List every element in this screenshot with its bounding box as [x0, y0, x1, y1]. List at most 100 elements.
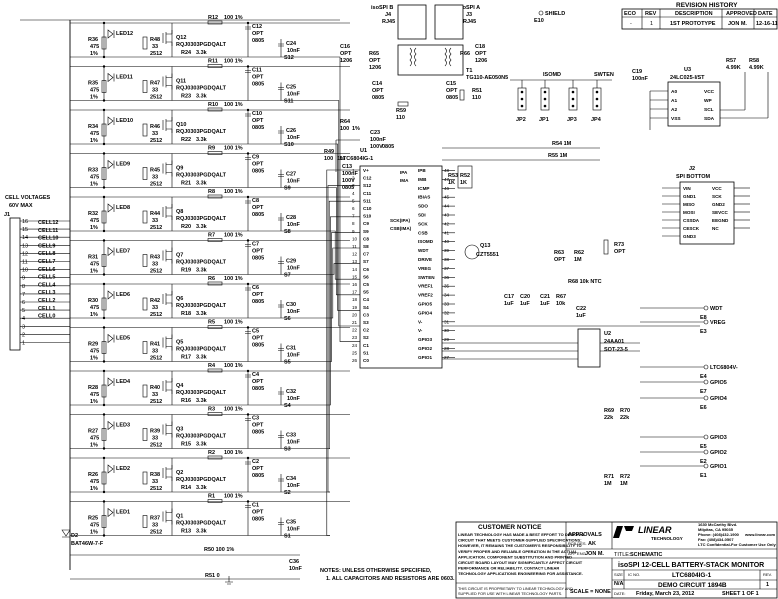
mosfet-ref: Q8 [176, 209, 183, 215]
u1-pin-name: C8 [363, 236, 369, 241]
u1-pin-name: SDI [418, 213, 426, 218]
svg-text:Milpitas, CA 95035: Milpitas, CA 95035 [698, 527, 734, 532]
gate-resistor-package: 2512 [150, 443, 162, 449]
cap-ref: C1 [252, 503, 259, 509]
mosfet-ref: Q7 [176, 253, 183, 259]
transformer-ref: T1 [466, 68, 472, 74]
cap-package: 0805 [252, 256, 264, 262]
cap-value: OPT [252, 118, 264, 124]
led-resistor-tol: 1% [90, 530, 98, 536]
gate-resistor-package: 2512 [150, 138, 162, 144]
base-resistor-value: 3.3k [196, 355, 208, 361]
notice-line: PERFORMANCE OR RELIABILITY. CONTACT LINE… [458, 566, 559, 571]
cell-voltages-title: CELL VOLTAGES [5, 195, 51, 201]
svg-text:0805: 0805 [446, 95, 458, 101]
led-resistor-tol: 1% [90, 269, 98, 275]
svg-text:OPT: OPT [340, 51, 352, 57]
led-ref: LED6 [116, 292, 130, 298]
cap-ref: C6 [252, 285, 259, 291]
u1-pin-name: IBIAS [418, 195, 430, 200]
svg-text:1M: 1M [620, 481, 628, 487]
notice-line: HOWEVER, IT REMAINS THE CUSTOMER'S RESPO… [458, 543, 582, 548]
u1-pin-name: VREF1 [418, 284, 433, 289]
u1-pin-name: C11 [363, 191, 372, 196]
svg-text:IC NO.: IC NO. [628, 572, 640, 577]
u1-pin-name: C4 [363, 297, 369, 302]
mosfet-part: RQJ0303PGDQALT [176, 303, 227, 309]
j2-pin-name: GND2 [712, 202, 725, 207]
logo-text: LINEAR [638, 525, 672, 535]
u1-pin-number: 16 [352, 282, 358, 287]
svg-text:C15: C15 [446, 81, 456, 87]
svg-text:R57: R57 [726, 58, 736, 64]
svg-text:R51: R51 [472, 88, 482, 94]
u1-pin-name: CSB [418, 230, 428, 235]
j3-body [434, 4, 464, 40]
svg-text:100nF: 100nF [632, 76, 649, 82]
svg-text:1M: 1M [604, 481, 612, 487]
test-point-ref: E5 [700, 444, 707, 450]
svg-text:Friday, March 23, 2012: Friday, March 23, 2012 [636, 591, 694, 597]
u1-pin-number: 5 [352, 198, 355, 203]
led-resistor-tol: 1% [90, 138, 98, 144]
switch-net-label: S7 [284, 273, 291, 279]
j2-pin-name: MISO [683, 202, 695, 207]
led-resistor-ref: R26 [88, 472, 98, 478]
svg-text:R55 1M: R55 1M [548, 153, 568, 159]
svg-text:1M: 1M [574, 257, 582, 263]
balance-channel: LED12R364751%R48332512Q12RQJ0303PGDQALTR… [70, 15, 360, 342]
u1-pin-name: GPIO3 [418, 337, 432, 342]
notes-line2: 1. ALL CAPACITORS AND RESISTORS ARE 0603… [326, 576, 455, 582]
balance-channel: LED9R334751%R45332512Q9RQJ0303PGDQALTR21… [70, 146, 360, 296]
switch-net-label: S8 [284, 229, 291, 235]
svg-text:R52: R52 [460, 173, 470, 179]
led-ref: LED5 [116, 336, 130, 342]
svg-text:R68 10k NTC: R68 10k NTC [568, 279, 602, 285]
cap-ref: C3 [252, 416, 259, 422]
cap-package: 0805 [252, 82, 264, 88]
u1-pin-name: SCK [418, 221, 428, 226]
test-point-ref: E1 [700, 473, 707, 479]
svg-text:Phone: (408)432-1900: Phone: (408)432-1900 [698, 532, 740, 537]
swten-label: SWTEN [594, 72, 614, 78]
svg-text:R66: R66 [460, 51, 470, 57]
cell-label: CELL3 [38, 290, 55, 296]
svg-text:JON M.: JON M. [585, 551, 604, 557]
mosfet-ref: Q1 [176, 514, 183, 520]
svg-text:R67: R67 [556, 294, 566, 300]
jumper-ref: JP1 [539, 117, 549, 123]
led-resistor-ref: R36 [88, 37, 98, 43]
u3-pin-name: SCL [704, 107, 714, 113]
balance-channel: LED11R354751%R47332512Q11RQJ0303PGDQALTR… [70, 59, 360, 327]
u3-pin-name: VCC [704, 89, 715, 95]
svg-text:22k: 22k [620, 415, 630, 421]
gate-resistor-ref: R39 [150, 429, 160, 435]
svg-text:0805: 0805 [372, 95, 384, 101]
transformer-t1: T1 TG110-AE050N5 [397, 44, 508, 81]
top-resistor-ref: R7 [208, 233, 215, 239]
svg-text:OPT: OPT [369, 58, 381, 64]
test-point-label: WDT [710, 306, 723, 312]
rev-eco: - [630, 21, 632, 27]
u1-pin-number: 17 [352, 290, 358, 295]
svg-text:C17: C17 [504, 294, 514, 300]
u3-pin-name: SDA [704, 116, 715, 122]
u1-pin-name: S2 [363, 335, 369, 340]
cap-ref: C8 [252, 198, 259, 204]
j2-pin-name: MOSI [683, 210, 695, 215]
filter-cap-ref: C25 [286, 85, 296, 91]
balance-channel: LED5R294751%R41332512Q5RQJ0303PGDQALTR17… [70, 232, 360, 366]
led-resistor-value: 475 [90, 175, 99, 181]
led-resistor-ref: R31 [88, 255, 98, 261]
svg-text:100nF: 100nF [370, 137, 387, 143]
u1-pin-name: C10 [363, 206, 372, 211]
led-resistor-value: 475 [90, 305, 99, 311]
top-resistor-value: 100 1% [224, 102, 243, 108]
title-block: CUSTOMER NOTICE LINEAR TECHNOLOGY HAS MA… [455, 521, 778, 599]
j1-pin-number: 7 [22, 292, 25, 298]
top-resistor-value: 100 1% [224, 320, 243, 326]
led-ref: LED1 [116, 510, 130, 516]
j1-pin-number: 9 [22, 276, 25, 282]
test-points: WDTE8VREGE3LTC6804V-E4GPIO5E7GPIO4E6GPIO… [640, 305, 738, 479]
test-point-label: LTC6804V- [710, 365, 738, 371]
